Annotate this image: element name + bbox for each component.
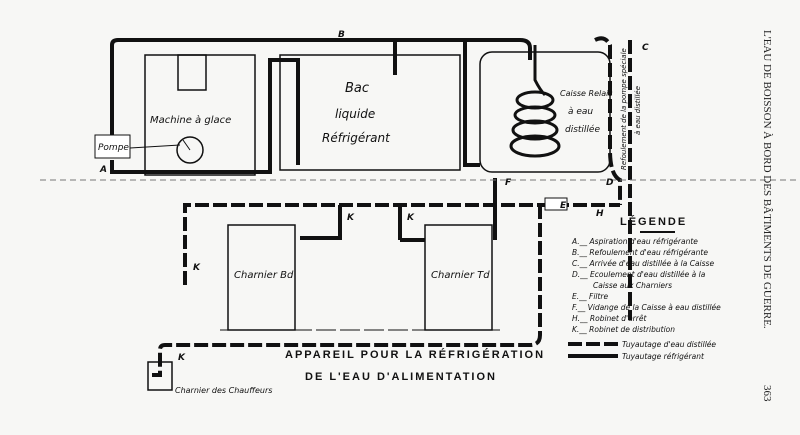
refoulement-label-2: à eau distillée: [634, 86, 642, 135]
label-h: H: [596, 209, 604, 219]
legend-item: C.__ Arrivée d'eau distillée à la Caisse: [572, 259, 714, 268]
legend-item: E.__ Filtre: [572, 292, 609, 301]
label-k: K: [407, 213, 415, 223]
label-d: D: [606, 178, 614, 188]
filter-e: [544, 197, 568, 211]
charnier-chauffeurs: Charnier des Chauffeurs: [147, 361, 272, 395]
label-k: K: [193, 263, 201, 273]
caisse-label-1: Caisse Relais: [560, 89, 613, 98]
pompe: Pompe: [94, 134, 181, 159]
legend-item: B.__ Refoulement d'eau réfrigérante: [572, 248, 708, 257]
refoulement-label-1: Refoulement de la pompe spéciale: [620, 48, 628, 170]
chauffeurs-label: Charnier des Chauffeurs: [175, 386, 272, 395]
caisse-label-3: distillée: [565, 124, 600, 135]
label-a: A: [99, 165, 107, 175]
pompe-label: Pompe: [98, 143, 129, 153]
charnier-b: Charnier Bd: [227, 224, 296, 331]
page-number: 363: [761, 385, 773, 402]
charnier-b-label: Charnier Bd: [234, 270, 294, 281]
legend: LÉGENDE A.__ Aspiration d'eau réfrigéran…: [568, 215, 721, 361]
caisse-label-2: à eau: [568, 107, 593, 117]
diagram-title-line1: APPAREIL POUR LA RÉFRIGÉRATION: [285, 348, 545, 361]
charnier-t-label: Charnier Td: [431, 270, 490, 281]
label-k: K: [178, 353, 186, 363]
legend-line-refrigerant: Tuyautage réfrigérant: [622, 352, 705, 361]
legend-title: LÉGENDE: [620, 215, 687, 228]
machine-a-glace: Machine à glace: [144, 54, 256, 176]
caisse-relais: Caisse Relais à eau distillée: [479, 45, 613, 173]
charnier-t: Charnier Td: [424, 224, 493, 331]
bac-liquide-refrigerant: Bac liquide Réfrigérant: [279, 54, 461, 171]
label-k: K: [347, 213, 355, 223]
legend-item: Caisse aux Charniers: [593, 281, 672, 290]
legend-item: D.__ Ecoulement d'eau distillée à la: [572, 270, 706, 279]
label-f: F: [505, 178, 512, 188]
bac-label-3: Réfrigérant: [322, 131, 391, 145]
label-e: E: [560, 201, 567, 211]
legend-item: F.__ Vidange de la Caisse à eau distillé…: [572, 303, 721, 312]
legend-item: H.__ Robinet d'arrêt: [572, 314, 647, 323]
bac-label-1: Bac: [345, 81, 369, 96]
label-b: B: [338, 30, 345, 40]
legend-item: K.__ Robinet de distribution: [572, 325, 675, 334]
machine-label: Machine à glace: [150, 114, 231, 126]
legend-item: A.__ Aspiration d'eau réfrigérante: [571, 237, 698, 246]
legend-line-distilled: Tuyautage d'eau distillée: [622, 340, 716, 349]
label-c: C: [642, 43, 649, 53]
running-header: L'EAU DE BOISSON À BORD DES BÂTIMENTS DE…: [761, 30, 773, 329]
diagram-title-line2: DE L'EAU D'ALIMENTATION: [305, 371, 497, 383]
bac-label-2: liquide: [335, 107, 375, 121]
